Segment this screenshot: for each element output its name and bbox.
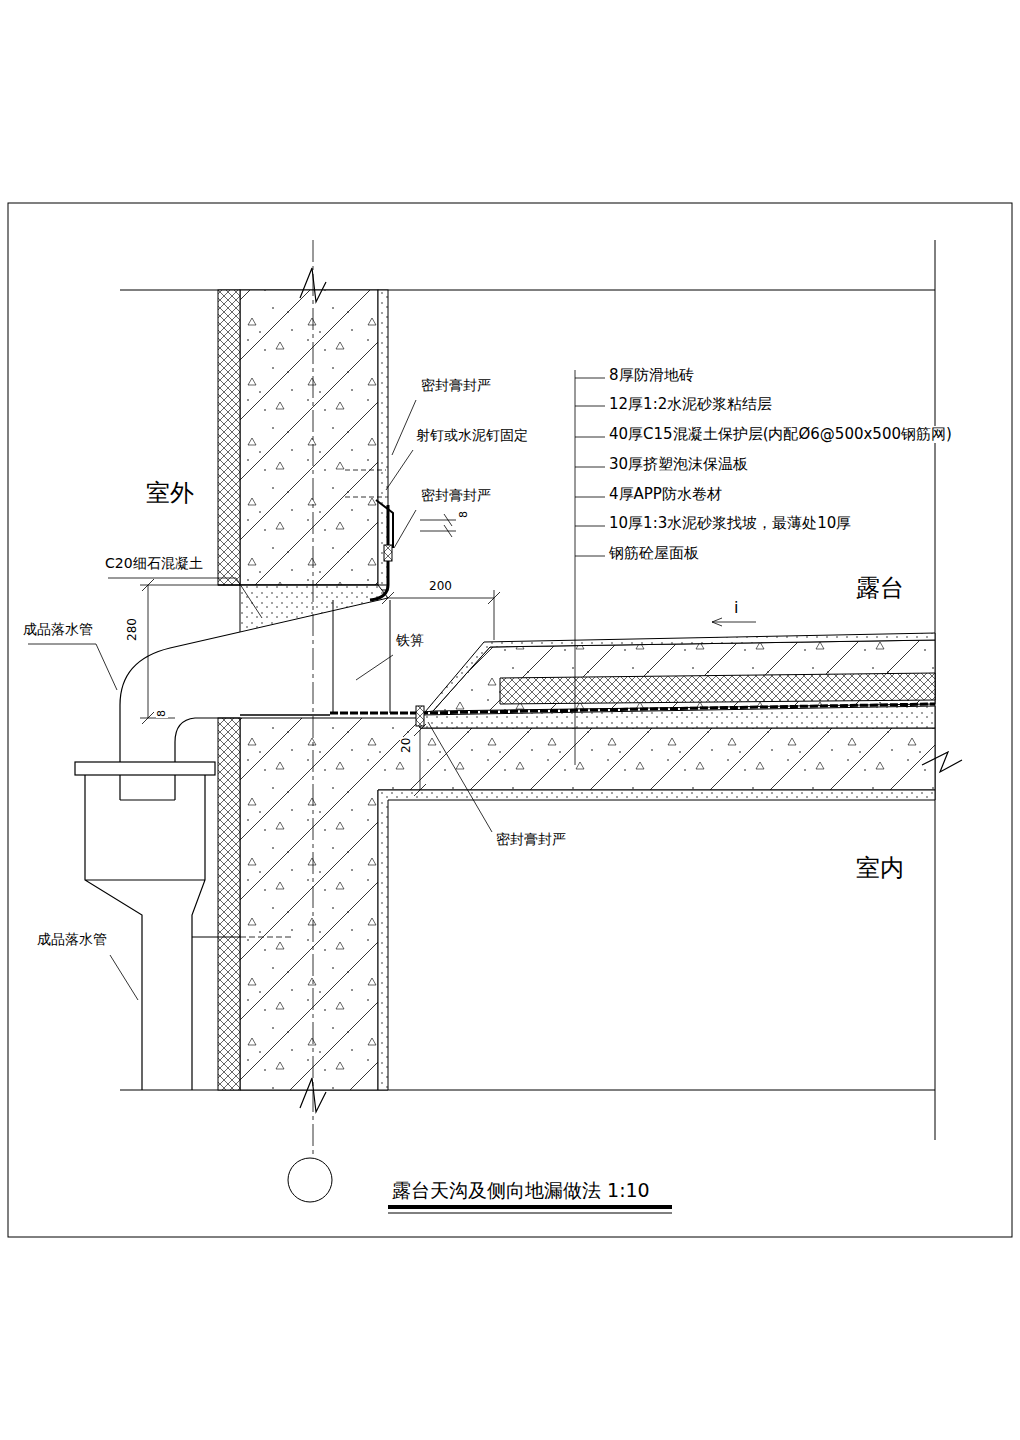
layer-note: 钢筋砼屋面板 bbox=[608, 545, 700, 562]
drawing-part bbox=[240, 290, 378, 585]
drawing-part bbox=[376, 500, 393, 548]
room-label: 室内 bbox=[855, 855, 905, 881]
dimension: 200 bbox=[428, 580, 453, 593]
drawing-part bbox=[218, 718, 240, 1090]
callout-note: 铁箅 bbox=[395, 633, 425, 648]
drawing-part bbox=[300, 1078, 326, 1112]
drawing-part bbox=[394, 510, 416, 548]
layer-note: 10厚1:3水泥砂浆找坡，最薄处10厚 bbox=[608, 515, 852, 532]
drawing-part bbox=[333, 600, 390, 713]
callout-note: 成品落水管 bbox=[22, 622, 94, 637]
drawing-part bbox=[28, 644, 117, 690]
drawing-part bbox=[414, 724, 426, 796]
drawing-part bbox=[384, 545, 392, 561]
drawing-part bbox=[192, 937, 240, 938]
callout-note: 成品落水管 bbox=[36, 932, 108, 947]
callout-note: 密封膏封严 bbox=[495, 832, 567, 847]
drawing-part bbox=[433, 640, 935, 711]
dimension: 280 bbox=[126, 617, 139, 642]
leader-lines bbox=[28, 370, 756, 1000]
dimension: 8 bbox=[156, 709, 168, 718]
drawing-part bbox=[240, 714, 330, 716]
callout-note: 密封膏封严 bbox=[420, 378, 492, 393]
slope-mark: i bbox=[733, 599, 739, 617]
drawing-part bbox=[388, 1205, 672, 1209]
layer-note: 8厚防滑地砖 bbox=[608, 367, 695, 384]
drawing-part bbox=[392, 400, 416, 455]
drawing-part bbox=[120, 240, 935, 1140]
drawing-part bbox=[110, 955, 138, 1000]
drawing-part bbox=[140, 579, 240, 724]
drawing-part bbox=[240, 937, 292, 938]
drawing-part bbox=[120, 799, 175, 800]
drawing-part bbox=[922, 752, 962, 772]
drawing-part bbox=[345, 470, 386, 497]
drawing-part bbox=[416, 706, 424, 726]
drawing-part bbox=[288, 1158, 332, 1202]
drawing-part bbox=[75, 762, 215, 775]
drawing-part bbox=[712, 618, 756, 626]
drawing-part bbox=[300, 268, 326, 302]
layer-note: 30厚挤塑泡沫保温板 bbox=[608, 456, 749, 473]
drawing-part bbox=[420, 514, 456, 537]
callout-note: 密封膏封严 bbox=[420, 488, 492, 503]
drawing-part bbox=[218, 585, 388, 586]
drawing-part bbox=[218, 290, 240, 585]
drawing-part bbox=[8, 203, 1012, 1237]
layer-note: 40厚C15混凝土保护层(内配Ø6@500x500钢筋网) bbox=[608, 426, 953, 443]
drawing-part bbox=[240, 585, 388, 632]
dimension: 8 bbox=[458, 510, 470, 519]
drawing-part bbox=[428, 722, 492, 832]
drawing-part bbox=[240, 718, 935, 1090]
downpipe bbox=[75, 632, 292, 1090]
room-label: 室外 bbox=[145, 480, 195, 506]
axis-and-breaks bbox=[288, 240, 962, 1202]
title-underline bbox=[388, 1205, 672, 1213]
drawing-part bbox=[108, 578, 262, 618]
layer-note: 4厚APP防水卷材 bbox=[608, 486, 723, 503]
callout-note: C20细石混凝土 bbox=[104, 556, 204, 571]
layer-note: 12厚1:2水泥砂浆粘结层 bbox=[608, 396, 773, 413]
drawing-part bbox=[356, 655, 393, 680]
callout-note: 射钉或水泥钉固定 bbox=[415, 428, 529, 443]
drawing-part bbox=[378, 790, 935, 1090]
room-label: 露台 bbox=[855, 575, 905, 601]
drawing-part bbox=[500, 673, 935, 704]
drawing-title: 露台天沟及侧向地漏做法 1:10 bbox=[390, 1180, 652, 1201]
drawing-part bbox=[425, 633, 935, 712]
drawing-part bbox=[575, 370, 605, 765]
drawing-part bbox=[388, 1213, 672, 1214]
drawing-part bbox=[175, 718, 240, 800]
dimension: 20 bbox=[400, 737, 413, 754]
frame bbox=[8, 203, 1012, 1237]
wall-and-slab bbox=[218, 290, 935, 1090]
drawing-part bbox=[386, 450, 413, 490]
drawing-part bbox=[313, 240, 314, 1158]
terrace-layers bbox=[330, 633, 935, 728]
